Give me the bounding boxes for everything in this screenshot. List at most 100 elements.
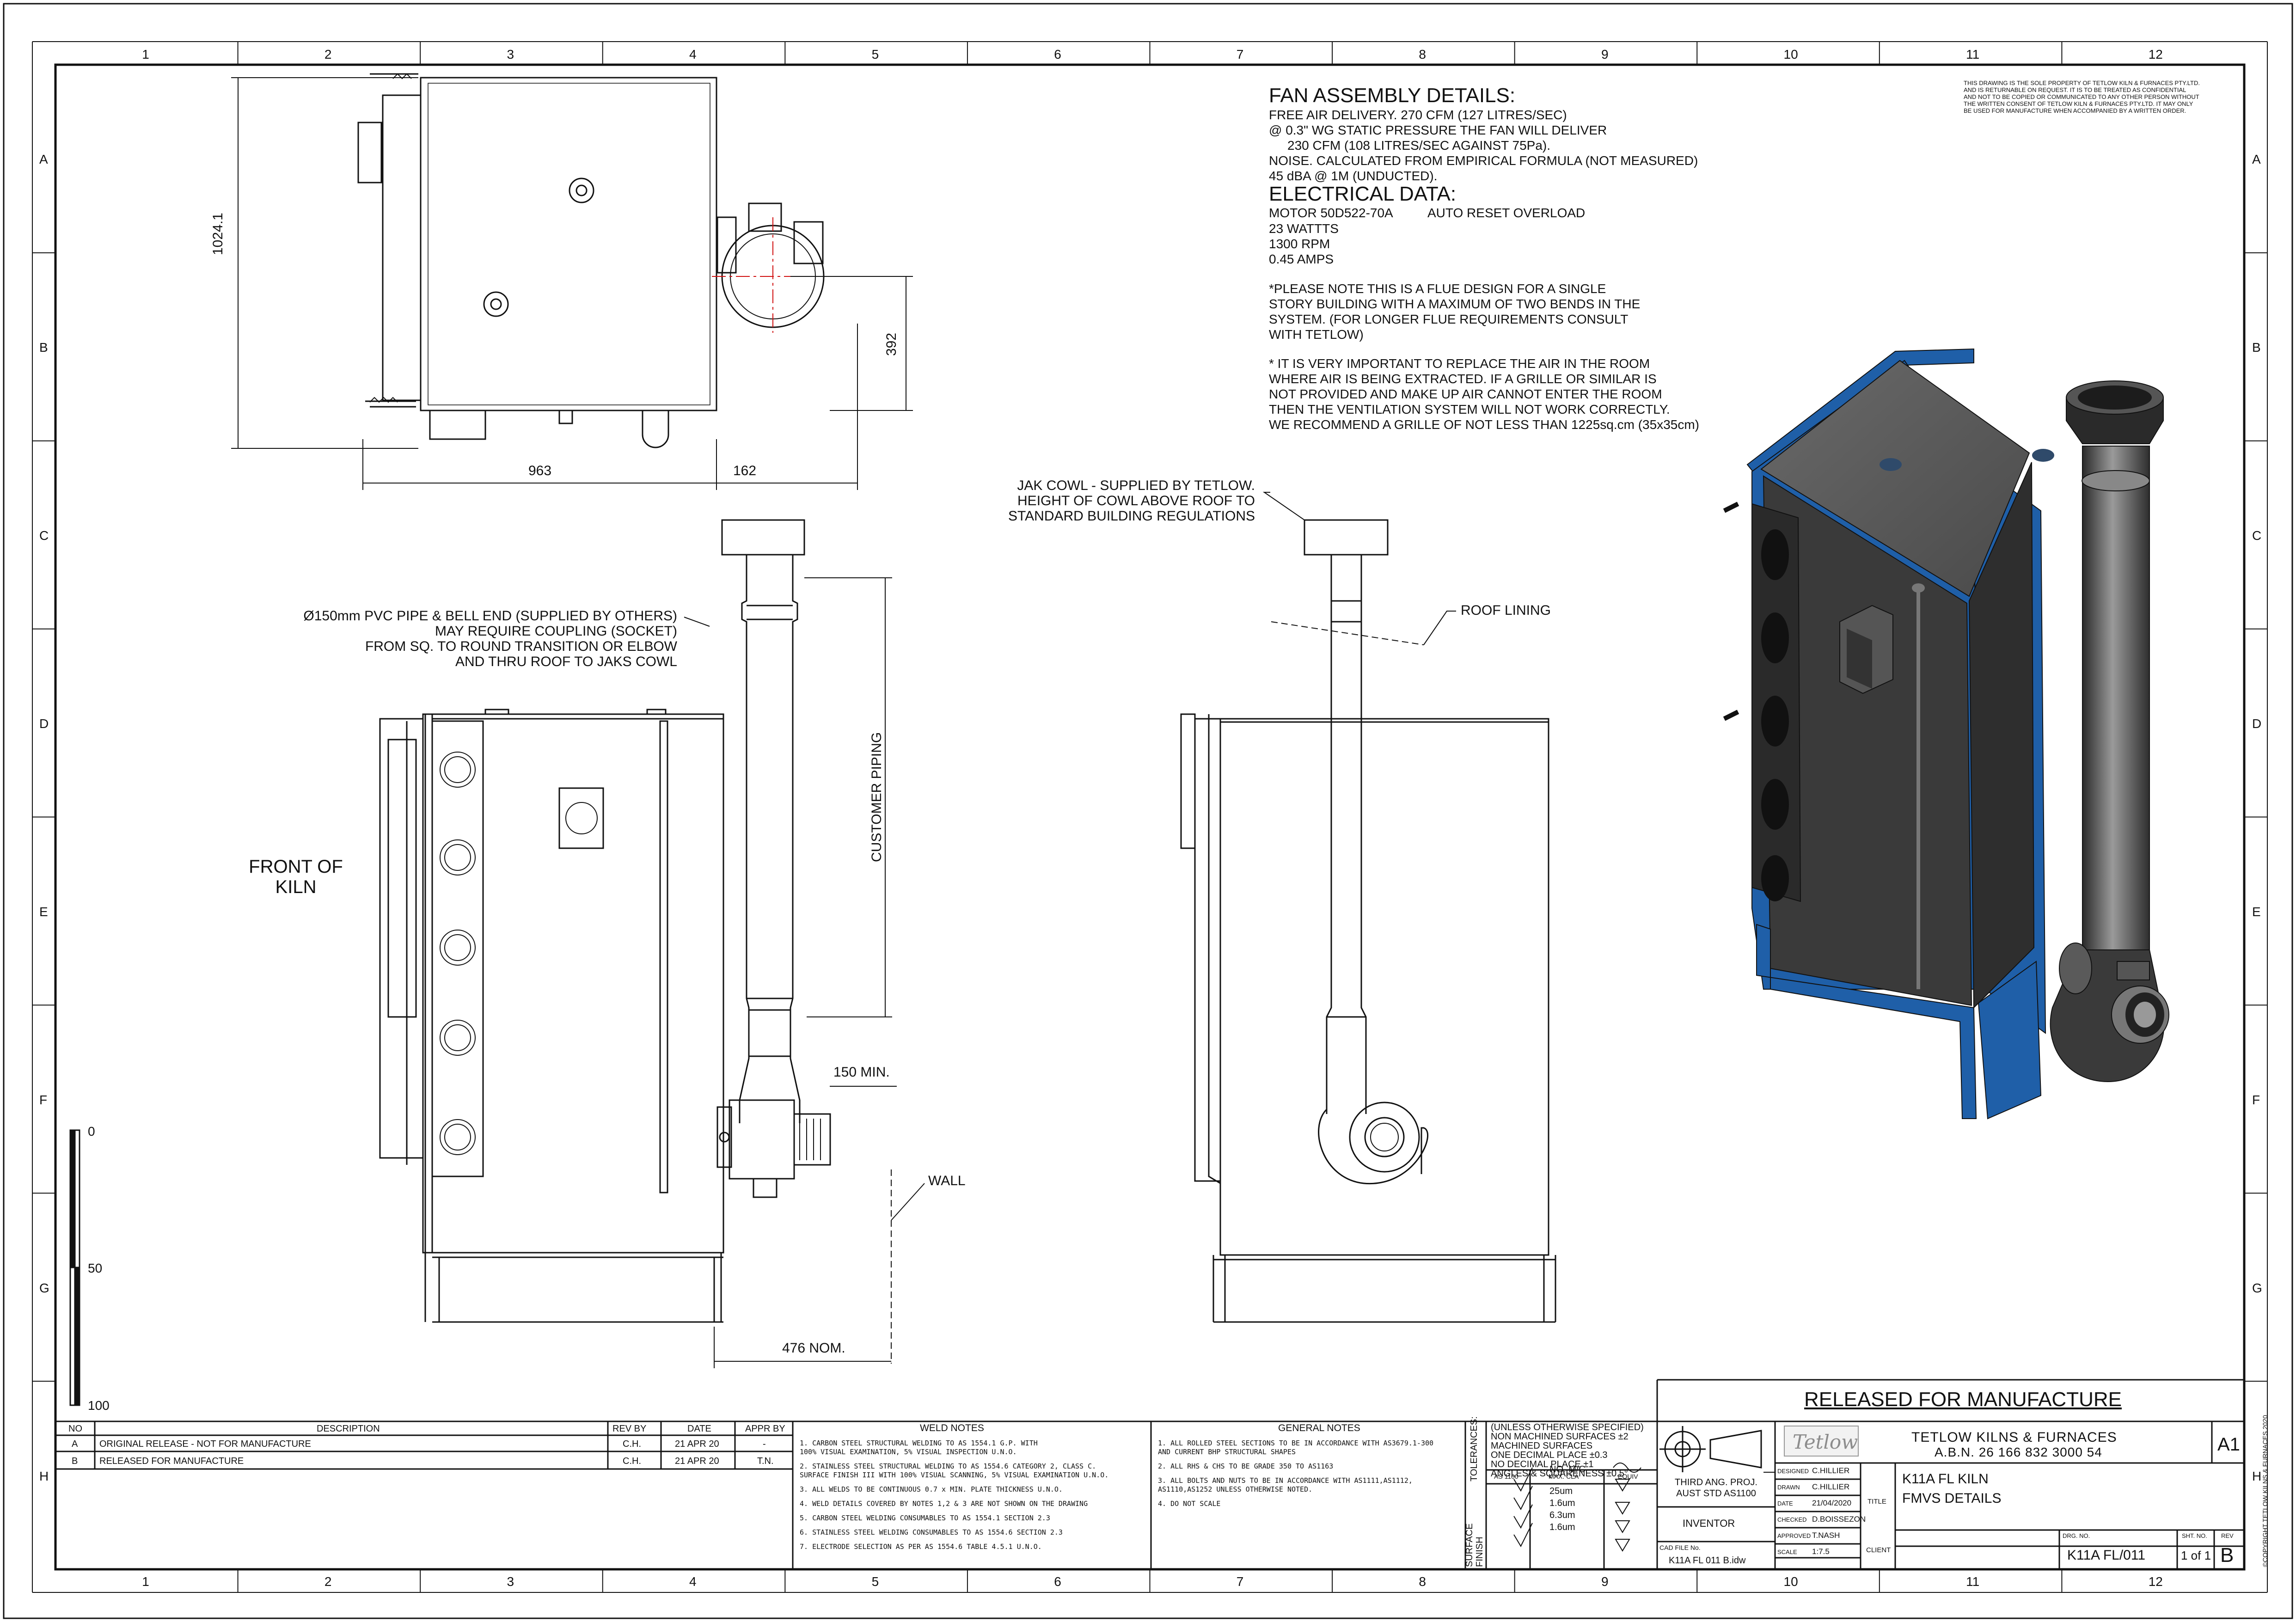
weld-note: 1. CARBON STEEL STRUCTURAL WELDING TO AS… [800,1439,1038,1447]
electrical-line: 23 WATTTS [1269,221,1339,236]
rev-b-no: B [72,1456,78,1466]
weld-note: 5. CARBON STEEL WELDING CONSUMABLES TO A… [800,1514,1050,1522]
front-view [379,709,724,1323]
scale-label-100: 100 [88,1398,110,1413]
tetlow-logo: Tetlow [1793,1431,1858,1453]
copyright-notice: ©COPYRIGHT TETLOW KILNS & FURNACES 2020 [2261,1415,2269,1567]
sheet-size: A1 [2217,1434,2240,1455]
air-note-line: WE RECOMMEND A GRILLE OF NOT LESS THAN 1… [1269,417,1699,432]
drawn-value: C.HILLIER [1812,1482,1850,1491]
rev-header-no: NO [68,1424,82,1434]
grid-col-label: 2 [324,1574,332,1589]
title-block-lines [55,1379,2245,1569]
grid-col-label: 8 [1419,1574,1426,1589]
cowl-callout: JAK COWL - SUPPLIED BY TETLOW. HEIGHT OF… [971,478,1255,524]
grid-col-label: 6 [1054,1574,1061,1589]
approved-label: APPROVED [1777,1532,1811,1539]
surface-finish-symbols [1513,1463,1641,1552]
top-view [357,73,825,448]
rev-a-by: C.H. [623,1439,641,1449]
weld-note: 2. STAINLESS STEEL STRUCTURAL WELDING TO… [800,1462,1096,1470]
rev-a-desc: ORIGINAL RELEASE - NOT FOR MANUFACTURE [99,1439,311,1449]
finish-title: NO. M/C [1549,1464,1586,1475]
grid-col-label: 4 [689,1574,697,1589]
tolerances-lines: (UNLESS OTHERWISE SPECIFIED) NON MACHINE… [1491,1423,1644,1478]
notice-line: AND IS RETURNABLE ON REQUEST. IT IS TO B… [1964,86,2186,93]
rev-a-appr: - [763,1439,766,1449]
rev-b-date: 21 APR 20 [675,1456,719,1466]
front-view-dimensions [684,577,925,1368]
weld-notes: 1. CARBON STEEL STRUCTURAL WELDING TO AS… [800,1439,1108,1551]
fan-line: 230 CFM (108 LITRES/SEC AGAINST 75Pa). [1287,138,1551,153]
outer-border [3,3,2293,1619]
rev-b-by: C.H. [623,1456,641,1466]
notice-line: AND NOT TO BE COPIED OR COMMUNICATED TO … [1964,93,2199,100]
general-notes-title: GENERAL NOTES [1278,1423,1360,1433]
cowl-line: STANDARD BUILDING REGULATIONS [1008,508,1255,524]
tolerance-line: ANGLES & SQUARENESS ±0.5° [1491,1469,1628,1479]
client-label: CLIENT [1866,1546,1891,1554]
dim-width: 963 [528,463,552,478]
wall-label: WALL [928,1173,966,1188]
pvc-line: AND THRU ROOF TO JAKS COWL [455,654,677,669]
revision-label: REV [2221,1532,2234,1539]
weld-note: 4. WELD DETAILS COVERED BY NOTES 1,2 & 3… [800,1500,1088,1508]
property-notice: THIS DRAWING IS THE SOLE PROPERTY OF TET… [1964,80,2200,114]
tolerance-line: ONE DECIMAL PLACE ±0.3 [1491,1450,1608,1460]
cowl-line: JAK COWL - SUPPLIED BY TETLOW. [1017,478,1255,493]
electrical-overload: AUTO RESET OVERLOAD [1427,206,1586,220]
isometric-view [1723,348,2169,1120]
general-note: 1. ALL ROLLED STEEL SECTIONS TO BE IN AC… [1158,1439,1434,1447]
rev-a-date: 21 APR 20 [675,1439,719,1449]
grid-col-label: 9 [1601,1574,1609,1589]
dim-min-gap: 150 MIN. [833,1065,890,1080]
cad-file: K11A FL 011 B.idw [1669,1555,1746,1566]
pvc-line: Ø150mm PVC PIPE & BELL END (SUPPLIED BY … [303,608,677,624]
air-note-line: WHERE AIR IS BEING EXTRACTED. IF A GRILL… [1269,372,1657,386]
general-note: AS1110,AS1252 UNLESS OTHERWISE NOTED. [1158,1485,1313,1493]
side-view [1180,519,1556,1323]
electrical-line: 1300 RPM [1269,237,1330,251]
sheet-number-label: SHT. NO. [2182,1532,2207,1539]
company-abn: A.B.N. 26 166 832 3000 54 [1935,1445,2102,1459]
tolerance-line: MACHINED SURFACES [1491,1441,1593,1451]
grid-row-label: E [39,904,48,919]
pvc-line: MAY REQUIRE COUPLING (SOCKET) [435,624,677,639]
weld-note: 100% VISUAL EXAMINATION, 5% VISUAL INSPE… [800,1448,1017,1456]
scale-label-0: 0 [88,1124,95,1138]
designed-value: C.HILLIER [1812,1466,1850,1475]
fan-details-lines: FREE AIR DELIVERY. 270 CFM (127 LITRES/S… [1269,107,1698,184]
scale-label: SCALE [1777,1549,1797,1555]
grid-row-label: B [2252,340,2261,355]
weld-notes-title: WELD NOTES [920,1423,984,1433]
grid-col-label: 12 [2148,47,2163,61]
general-note: 3. ALL BOLTS AND NUTS TO BE IN ACCORDANC… [1158,1476,1413,1485]
side-view-callouts [1262,492,1456,645]
grid-col-label: 11 [1966,1574,1980,1589]
rev-header-appr: APPR BY [745,1424,785,1434]
grid-row-label: H [2252,1469,2262,1483]
electrical-lines: 23 WATTTS 1300 RPM 0.45 AMPS [1269,221,1339,267]
electrical-motor: MOTOR 50D522-70A [1269,206,1393,220]
fan-line: NOISE. CALCULATED FROM EMPIRICAL FORMULA… [1269,153,1698,168]
rev-header-revby: REV BY [612,1424,647,1434]
grid-col-label: 12 [2148,1574,2163,1589]
weld-note: SURFACE FINISH III WITH 100% VISUAL SCAN… [800,1471,1109,1479]
cowl-line: HEIGHT OF COWL ABOVE ROOF TO [1017,493,1255,508]
front-of-kiln-label: FRONT OF KILN [231,857,361,897]
pvc-line: FROM SQ. TO ROUND TRANSITION OR ELBOW [365,639,677,654]
tolerance-line: (UNLESS OTHERWISE SPECIFIED) [1491,1422,1644,1432]
grid-row-label: E [2252,904,2261,919]
tol-col-equiv: EQUIV [1618,1473,1638,1480]
grid-col-label: 10 [1783,47,1798,61]
dim-offset: 162 [733,463,757,478]
reference-grid [32,41,2268,1593]
dim-fan-height: 392 [884,332,899,356]
top-view-dimensions [231,77,913,490]
projection-line: THIRD ANG. PROJ. [1675,1477,1757,1487]
grid-row-label: G [39,1280,49,1295]
scale-bar [69,1129,80,1406]
company-name: TETLOW KILNS & FURNACES [1911,1430,2117,1445]
drawing-number-label: DRG. NO. [2063,1532,2090,1539]
